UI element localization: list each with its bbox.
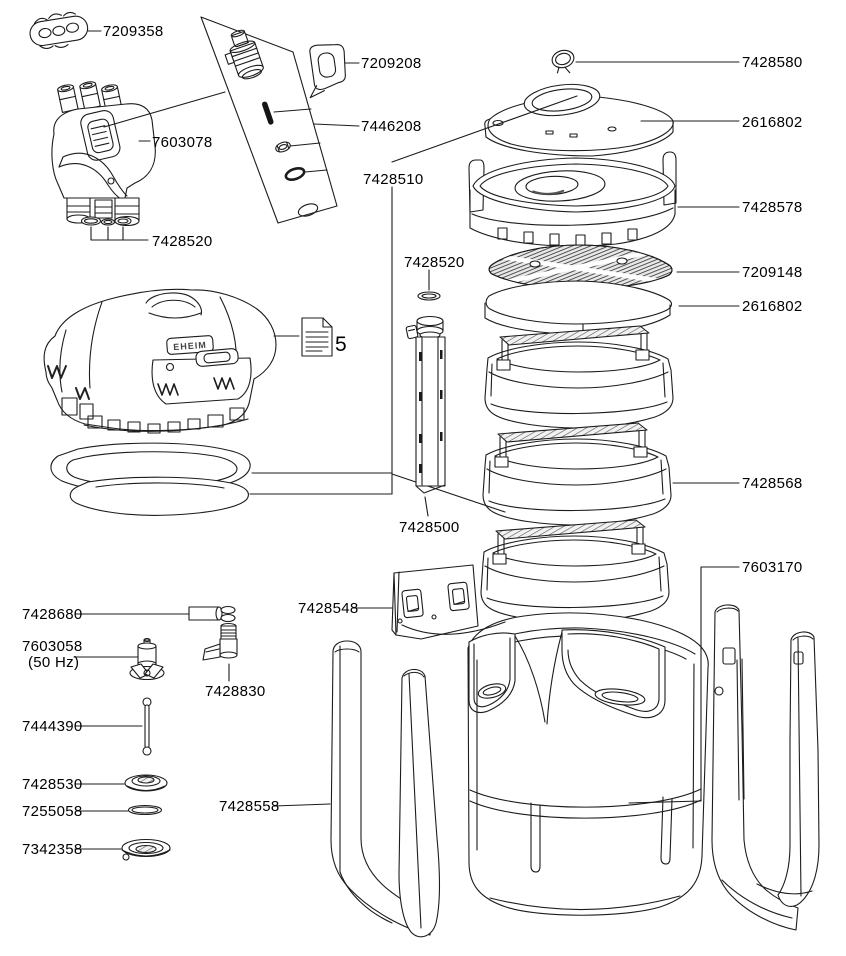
hose-tap-connector — [219, 27, 265, 84]
filter-basket-part-3 — [480, 519, 670, 623]
side-rail-left-inner — [399, 669, 440, 936]
sealing-ring-part — [129, 806, 162, 815]
part-label-50hz: (50 Hz) — [28, 654, 79, 671]
part-label-7209148: 7209148 — [742, 264, 803, 281]
leader-seal-set-lower — [392, 474, 505, 512]
part-label-7446208: 7446208 — [361, 118, 422, 135]
hose-connection-unit-part — [52, 81, 155, 226]
o-ring-light — [297, 202, 319, 219]
part-label-7428580: 7428580 — [742, 54, 803, 71]
part-label-7428578: 7428578 — [742, 199, 803, 216]
spindle-rod — [261, 101, 274, 125]
impeller-part — [130, 639, 164, 680]
filter-pad-part — [485, 281, 671, 334]
part-label-7428568: 7428568 — [742, 475, 803, 492]
cover-pad-top-part — [485, 80, 673, 156]
latch-spring-left — [158, 384, 178, 395]
part-label-7428558: 7428558 — [219, 798, 280, 815]
side-rail-left-outer — [331, 641, 432, 935]
part-label-7209358: 7209358 — [103, 23, 164, 40]
part-label-7428530: 7428530 — [22, 776, 83, 793]
filter-basket-part-2 — [482, 422, 672, 526]
part-label-7603058: 7603058 — [22, 638, 83, 655]
locking-clip-part — [392, 565, 505, 639]
connection-kit-part — [201, 17, 337, 223]
bearing-bush-part — [125, 775, 167, 791]
head-gasket-flat — [70, 477, 248, 515]
part-label-7428520-b: 7428520 — [404, 254, 465, 271]
latch-spring-right — [214, 378, 234, 389]
outlet-connector-part — [203, 624, 237, 661]
mounting-bracket-part — [303, 42, 350, 98]
o-ring-set-part — [189, 607, 235, 622]
part-label-7209208: 7209208 — [361, 55, 422, 72]
part-label-7428510: 7428510 — [363, 171, 424, 188]
pump-chamber-housing-part — [469, 152, 676, 246]
filter-canister-part — [468, 613, 708, 915]
part-label-7428520-a: 7428520 — [152, 233, 213, 250]
o-ring-dark — [284, 166, 305, 182]
safety-clip-part — [550, 48, 577, 76]
pump-cover-disc-part — [122, 840, 170, 861]
manual-ref-number: 5 — [335, 333, 347, 356]
sealing-rings-part — [82, 217, 132, 225]
part-label-7603078: 7603078 — [152, 134, 213, 151]
part-label-7428680: 7428680 — [22, 606, 83, 623]
part-label-2616802-a: 2616802 — [742, 114, 803, 131]
intake-pipe-part — [406, 317, 445, 494]
side-rail-right-outer — [757, 632, 819, 906]
eheim-logo: EHEIM — [173, 340, 207, 352]
part-label-7255058: 7255058 — [22, 803, 83, 820]
cable-clip-part — [27, 9, 90, 52]
filter-head-assembly: EHEIM — [44, 289, 276, 433]
part-label-7444390: 7444390 — [22, 718, 83, 735]
part-label-7428548: 7428548 — [298, 600, 359, 617]
part-label-2616802-b: 2616802 — [742, 298, 803, 315]
nut-fitting — [274, 140, 291, 153]
part-labels: 7209358 7209208 7603078 7446208 7428510 … — [22, 23, 803, 858]
part-label-7428830: 7428830 — [205, 683, 266, 700]
part-label-7603170: 7603170 — [742, 559, 803, 576]
leader-lines — [74, 31, 739, 849]
impeller-shaft-part — [143, 698, 151, 755]
part-label-7342358: 7342358 — [22, 841, 83, 858]
filter-basket-part — [485, 326, 673, 428]
manual-page-icon — [302, 318, 332, 356]
lattice-screen-part — [489, 245, 672, 289]
part-label-7428500: 7428500 — [399, 519, 460, 536]
